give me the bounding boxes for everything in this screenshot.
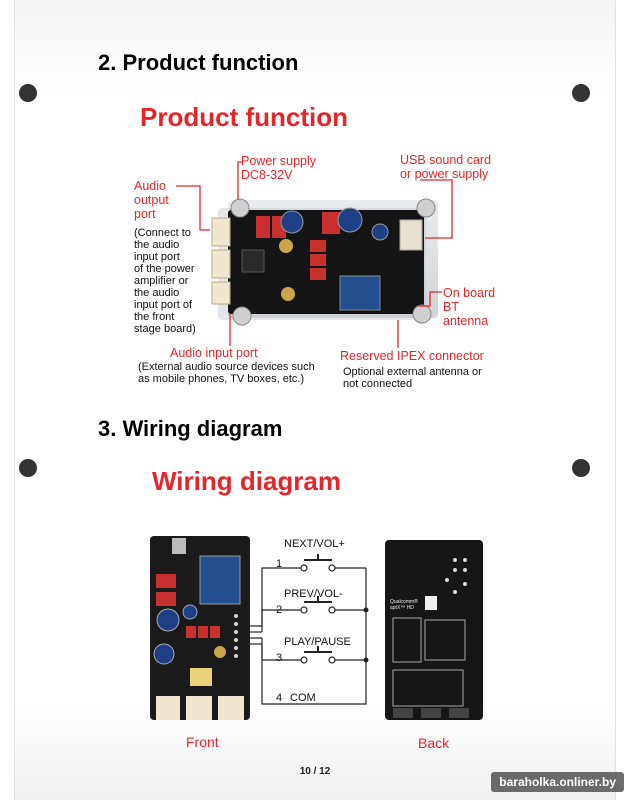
back-chip-text: Qualcomm® aptX™ HD [390, 599, 418, 611]
label-power-supply: Power supply DC8-32V [241, 154, 317, 182]
front-board-image [150, 536, 250, 720]
audio-input-description: (External audio source devices such as m… [138, 361, 315, 385]
binder-hole [572, 84, 590, 102]
watermark: baraholka.onliner.by [491, 772, 624, 792]
binder-hole [572, 459, 590, 477]
switch-label-play-pause: PLAY/PAUSE [284, 636, 351, 648]
switch-label-prev: PREV/VOL- [284, 588, 343, 600]
page-left-margin [0, 0, 15, 800]
switch-num-3: 3 [276, 652, 283, 664]
label-reserved-ipex: Reserved IPEX connector [340, 349, 484, 363]
label-onboard-bt-antenna: On board BT antenna [443, 286, 496, 328]
page-number: 10 / 12 [299, 766, 331, 777]
audio-output-description: (Connect to the audio input port of the … [134, 227, 196, 335]
ipex-description: Optional external antenna or not connect… [343, 366, 482, 390]
label-audio-input-port: Audio input port [170, 346, 258, 360]
wiring-diagram-title: Wiring diagram [152, 466, 342, 496]
section-heading-product-function: 2. Product function [98, 50, 299, 75]
switch-num-2: 2 [276, 604, 283, 616]
product-function-title: Product function [140, 102, 348, 132]
binder-hole [19, 459, 37, 477]
label-audio-output-port: Audio output port [134, 179, 169, 221]
com-num-4: 4 [276, 692, 283, 704]
page-right-margin [615, 0, 630, 800]
switch-num-1: 1 [276, 558, 283, 570]
label-back: Back [418, 735, 450, 751]
callout-lines [176, 161, 453, 348]
switch-label-next: NEXT/VOL+ [284, 538, 345, 550]
wiring-schematic [248, 554, 369, 705]
binder-hole [19, 84, 37, 102]
com-label: COM [290, 692, 316, 704]
label-usb-sound-card: USB sound card or power supply [400, 153, 492, 181]
section-heading-wiring-diagram: 3. Wiring diagram [98, 416, 283, 441]
product-board-image [211, 198, 438, 326]
back-board-image [385, 540, 483, 720]
label-front: Front [186, 734, 219, 750]
